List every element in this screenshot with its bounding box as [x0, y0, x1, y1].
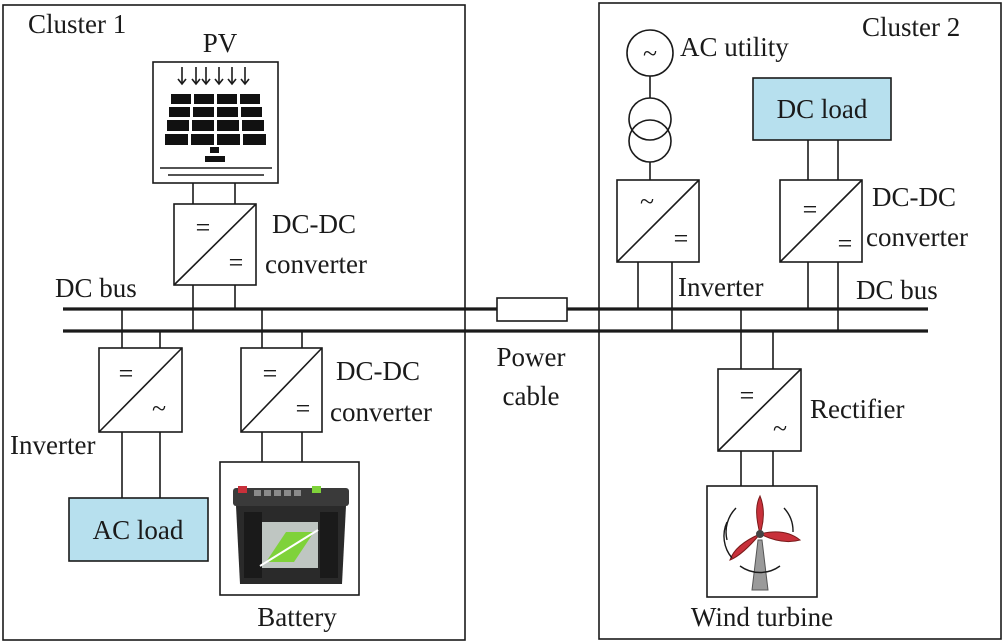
dcdc-converter-pv-label-line2: converter — [265, 249, 367, 279]
svg-text:=: = — [838, 229, 853, 258]
svg-text:=: = — [119, 359, 134, 388]
power-cable-label-line2: cable — [503, 381, 560, 411]
cluster-1-label: Cluster 1 — [28, 9, 126, 39]
dcdc-converter-right: = = — [779, 179, 863, 263]
dcdc-converter-battery-label-line2: converter — [330, 397, 432, 427]
pv-label: PV — [203, 28, 238, 58]
pv-panel-icon — [152, 61, 279, 184]
inverter-right: ~ = — [616, 179, 700, 263]
ac-load-box — [68, 497, 209, 562]
power-cable — [496, 297, 568, 322]
wind-turbine-icon — [706, 485, 818, 598]
battery-label: Battery — [257, 602, 337, 632]
inverter-right-wires — [637, 262, 673, 331]
inverter-left-wires — [121, 309, 161, 498]
cluster-2-label: Cluster 2 — [862, 12, 960, 42]
inverter-left: = ~ — [98, 347, 183, 433]
rectifier-wires — [740, 309, 774, 486]
svg-text:=: = — [263, 359, 278, 388]
ac-utility-source-icon: ~ — [626, 29, 674, 77]
rectifier-label: Rectifier — [810, 394, 904, 424]
dc-bus-label-left: DC bus — [55, 273, 137, 303]
dcdc-converter-battery-label-line1: DC-DC — [336, 356, 420, 386]
svg-text:=: = — [196, 213, 211, 242]
dc-bus — [63, 307, 928, 333]
pv-wires — [192, 183, 236, 331]
dc-bus-label-right: DC bus — [856, 275, 938, 305]
cluster-1-frame — [2, 4, 466, 641]
dcdc-right-wires — [807, 140, 839, 331]
ac-load-label: AC load — [93, 515, 184, 545]
dcdc-converter-right-label-line1: DC-DC — [872, 182, 956, 212]
transformer-icon — [628, 76, 672, 180]
dcdc-converter-pv-label-line1: DC-DC — [272, 209, 356, 239]
svg-text:~: ~ — [773, 414, 787, 443]
svg-text:=: = — [740, 381, 755, 410]
svg-text:=: = — [229, 248, 244, 277]
dcdc-battery-wires — [261, 309, 303, 462]
inverter-left-label: Inverter — [10, 430, 95, 460]
svg-text:=: = — [674, 224, 689, 253]
svg-text:~: ~ — [640, 187, 654, 216]
battery-icon — [219, 461, 360, 596]
svg-text:~: ~ — [152, 394, 166, 423]
cluster-2-frame — [598, 2, 1002, 640]
dcdc-converter-right-label-line2: converter — [866, 222, 968, 252]
dcdc-converter-pv: = = — [173, 203, 257, 286]
svg-text:=: = — [803, 195, 818, 224]
dcdc-converter-battery: = = — [240, 347, 323, 433]
ac-utility-label: AC utility — [680, 32, 789, 62]
svg-text:=: = — [296, 394, 311, 423]
dc-load-label: DC load — [777, 94, 868, 124]
rectifier: = ~ — [717, 368, 802, 452]
svg-text:~: ~ — [643, 39, 657, 68]
wind-turbine-label: Wind turbine — [691, 602, 833, 632]
inverter-right-label: Inverter — [678, 272, 763, 302]
power-cable-label-line1: Power — [497, 342, 566, 372]
dc-load-box — [752, 77, 892, 141]
